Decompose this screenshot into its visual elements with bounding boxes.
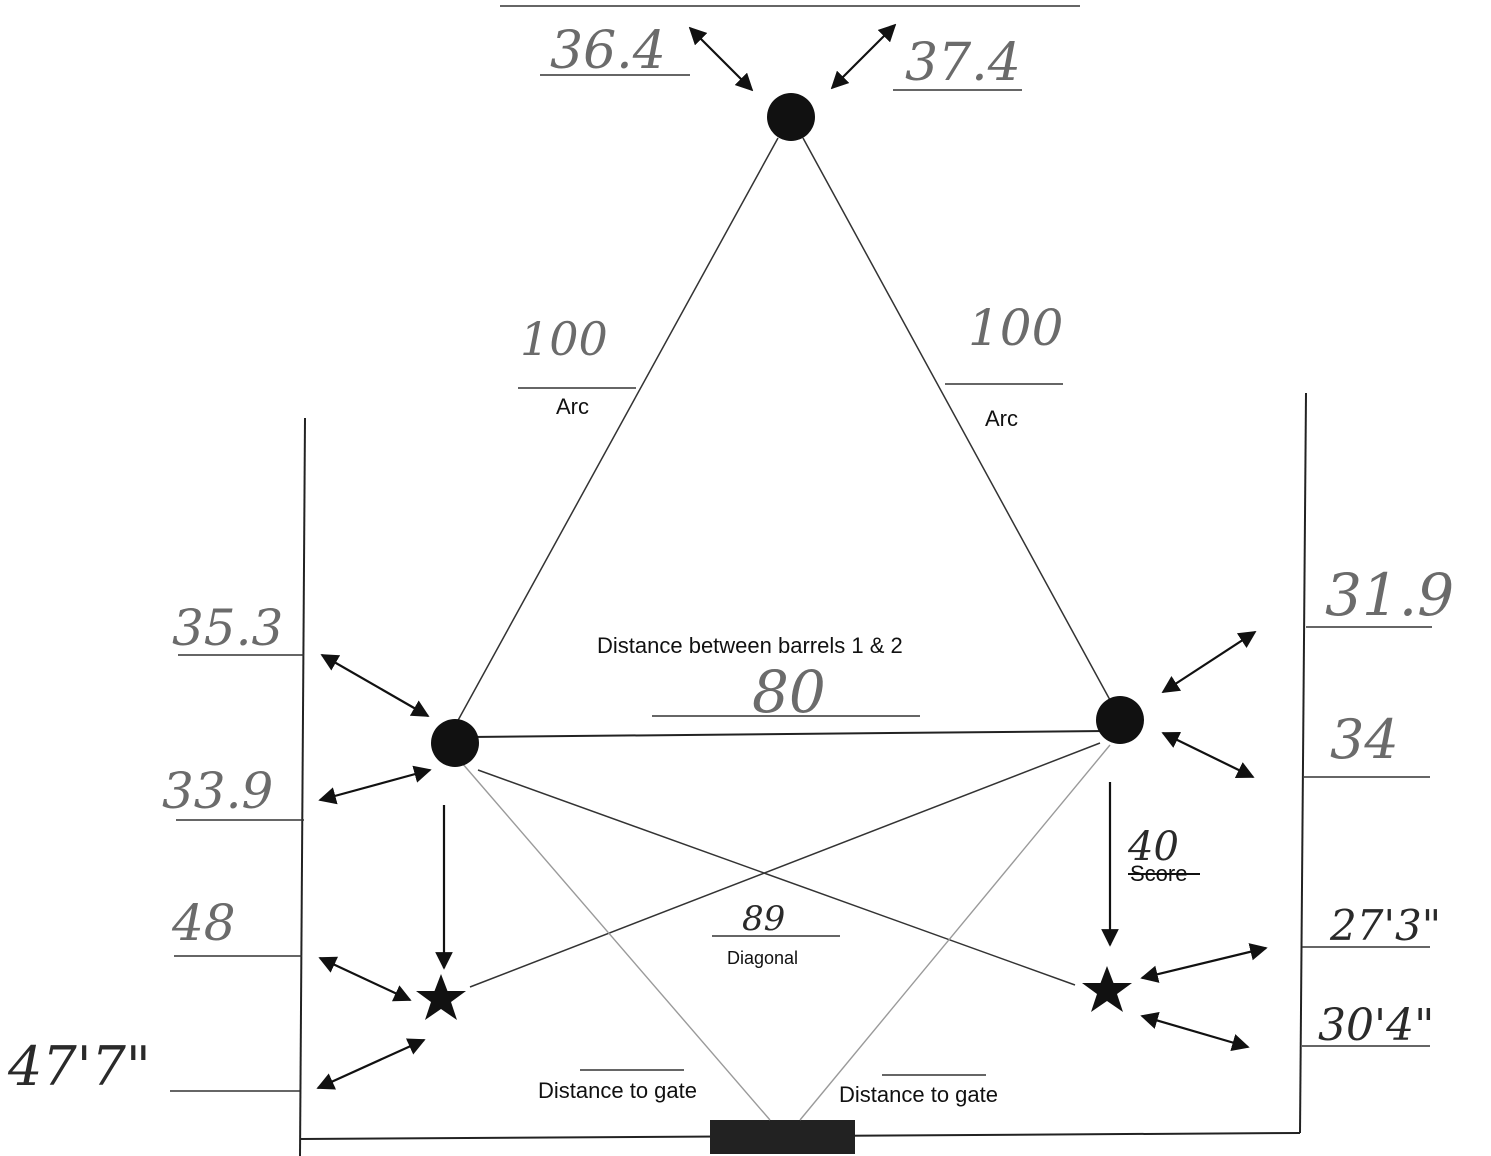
distance-to-gate-left-label: Distance to gate [538, 1078, 697, 1103]
arc-line-left [455, 137, 779, 725]
gate-line-left [461, 762, 771, 1121]
barrel-connect-line [469, 730, 1106, 738]
distance-to-gate-right-label: Distance to gate [839, 1082, 998, 1107]
arc-label-left: Arc [556, 394, 589, 419]
value-diagonal: 89 [742, 899, 785, 939]
value-star1-top: 48 [171, 894, 236, 952]
arrow-star2-top [1140, 943, 1268, 983]
arena-left-wall [299, 417, 306, 1156]
diagonal-line-right [469, 742, 1101, 988]
arrow-barrel3-right [830, 23, 897, 90]
value-barrel3-right: 37.4 [905, 33, 1021, 93]
arrow-barrel2-top [1161, 631, 1257, 693]
barrel-2 [1096, 696, 1144, 744]
arrow-barrel1-bottom [318, 765, 432, 805]
value-star2-top: 27'3" [1329, 901, 1441, 950]
value-barrel1-bottom: 33.9 [162, 762, 273, 820]
value-star1-bottom: 47'7" [7, 1035, 151, 1098]
barrel-1 [431, 719, 479, 767]
diagonal-line-left [477, 769, 1076, 986]
value-between-barrels: 80 [752, 658, 826, 726]
arrow-barrel3-left [688, 26, 754, 92]
value-score: 40 [1127, 824, 1179, 870]
arrow-star1-bottom [316, 1038, 426, 1090]
value-barrel1-top: 35.3 [172, 599, 283, 657]
value-barrel2-bottom: 34 [1330, 708, 1399, 771]
diagonal-label: Diagonal [727, 948, 798, 968]
value-barrel2-top: 31.9 [1325, 561, 1454, 629]
arrow-star2-bottom [1140, 1012, 1250, 1051]
arrow-star1-top [318, 956, 412, 1002]
distance-between-barrels-label: Distance between barrels 1 & 2 [597, 633, 903, 658]
arrow-barrel1-top [320, 654, 430, 717]
arena-right-wall [1299, 392, 1307, 1134]
arc-label-right: Arc [985, 406, 1018, 431]
star-right-icon [1082, 966, 1132, 1012]
barrel-3 [767, 93, 815, 141]
arc-line-right [802, 137, 1111, 701]
gate [710, 1120, 855, 1154]
star-left-icon [416, 974, 466, 1020]
value-barrel3-left: 36.4 [550, 21, 666, 81]
value-star2-bottom: 30'4" [1318, 1000, 1434, 1051]
gate-line-right [799, 744, 1111, 1121]
value-arc-left: 100 [520, 312, 608, 366]
arrow-barrel2-bottom [1161, 732, 1255, 778]
value-arc-right: 100 [968, 299, 1063, 357]
